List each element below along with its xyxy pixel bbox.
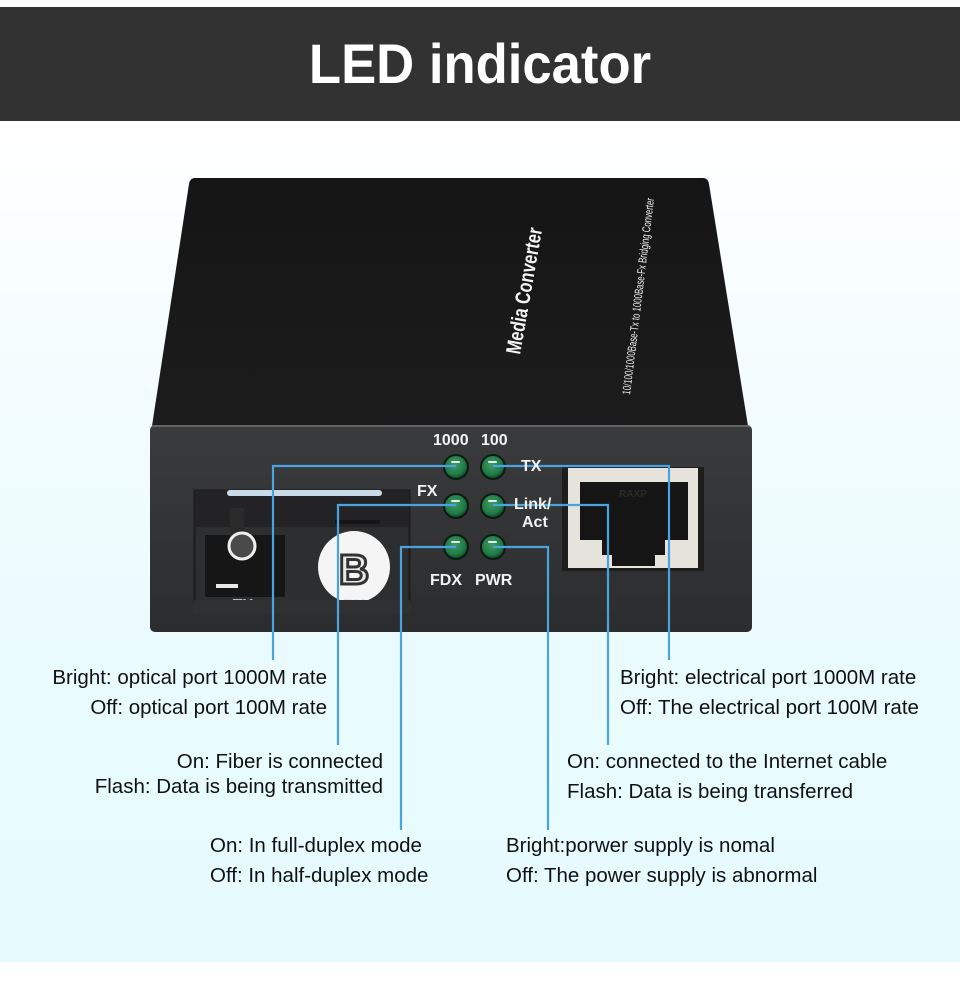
- panel-label-act: Act: [522, 514, 548, 531]
- svg-text:RAXP: RAXP: [619, 489, 647, 500]
- panel-label-fdx: FDX: [430, 572, 462, 589]
- callout-line: Off: The power supply is abnormal: [506, 864, 818, 887]
- panel-label-link: Link/: [514, 496, 552, 513]
- panel-label-1000: 1000: [433, 432, 469, 449]
- callout-line: Bright: electrical port 1000M rate: [620, 666, 917, 689]
- callout-line: On: In full-duplex mode: [210, 834, 422, 857]
- callout-line: On: connected to the Internet cable: [567, 750, 888, 773]
- callout-line: Off: In half-duplex mode: [210, 864, 429, 887]
- callout-led-pwr: Bright:porwer supply is nomal Off: The p…: [506, 831, 817, 891]
- panel-label-fx: FX: [417, 483, 438, 500]
- callout-led-100: Bright: electrical port 1000M rate Off: …: [620, 663, 919, 723]
- leader-lines: [271, 464, 671, 830]
- leader-line-100: [493, 464, 671, 660]
- callout-line: Bright:porwer supply is nomal: [506, 834, 775, 857]
- callout-line: Flash: Data is being transmitted: [94, 775, 383, 798]
- panel-label-100: 100: [481, 432, 508, 449]
- leader-line-fdx: [399, 545, 456, 830]
- page-title: LED indicator: [308, 31, 652, 95]
- panel-label-tx: TX: [521, 458, 542, 475]
- callout-led-fdx: On: In full-duplex mode Off: In half-dup…: [210, 831, 428, 891]
- leader-line-fx: [336, 503, 456, 745]
- device-top-surface: [152, 178, 748, 426]
- callout-led-link: On: connected to the Internet cable Flas…: [567, 747, 887, 807]
- fiber-badge: [318, 531, 390, 603]
- callout-led-fx: On: Fiber is connected Flash: Data is be…: [95, 749, 383, 799]
- callout-line: Off: optical port 100M rate: [90, 696, 327, 719]
- header-banner: LED indicator: [0, 7, 960, 121]
- leader-line-link: [493, 503, 610, 745]
- fiber-badge-letter: B: [339, 546, 369, 593]
- leader-line-1000: [271, 464, 456, 660]
- callout-line: On: Fiber is connected: [176, 750, 383, 773]
- fiber-port: B TX RX: [193, 489, 411, 614]
- panel-label-pwr: PWR: [475, 572, 513, 589]
- callout-led-1000: Bright: optical port 1000M rate Off: opt…: [52, 663, 327, 723]
- callout-line: Bright: optical port 1000M rate: [52, 666, 327, 689]
- callout-line: Flash: Data is being transferred: [567, 780, 853, 803]
- rj45-port: RAXP: [562, 467, 704, 571]
- leader-line-pwr: [493, 545, 550, 830]
- callout-line: Off: The electrical port 100M rate: [620, 696, 919, 719]
